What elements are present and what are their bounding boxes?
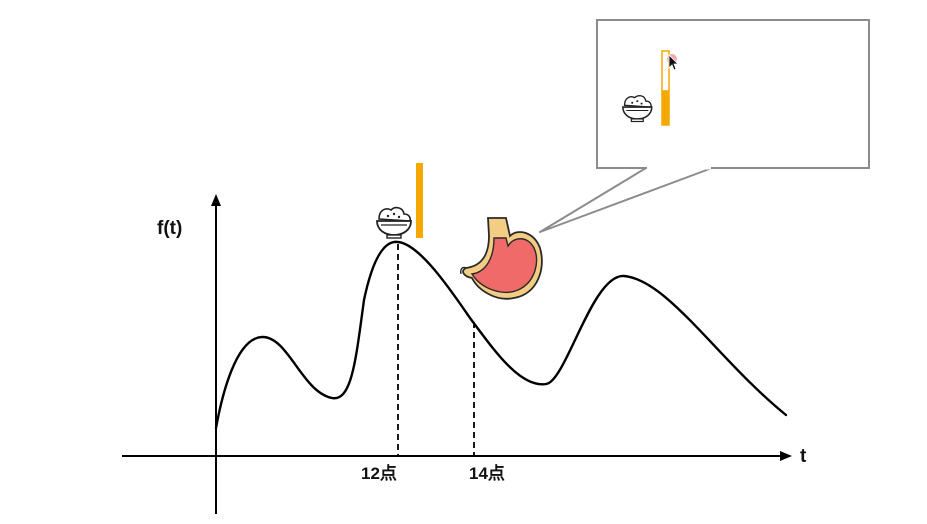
x-axis-label: t bbox=[800, 446, 807, 467]
fullness-bar-main bbox=[416, 163, 423, 238]
function-curve bbox=[214, 240, 788, 430]
callout-box bbox=[596, 19, 870, 169]
marker-label-12: 12点 bbox=[361, 463, 397, 483]
marker-label-14: 14点 bbox=[469, 463, 505, 483]
rice-bowl-icon bbox=[622, 95, 653, 123]
y-axis-label: f(t) bbox=[157, 218, 182, 239]
stomach-icon bbox=[460, 217, 543, 300]
mouse-pointer-icon bbox=[667, 54, 679, 71]
fullness-bar-callout-fill bbox=[662, 90, 669, 125]
callout-pointer bbox=[539, 167, 713, 233]
rice-bowl-icon bbox=[376, 206, 412, 239]
